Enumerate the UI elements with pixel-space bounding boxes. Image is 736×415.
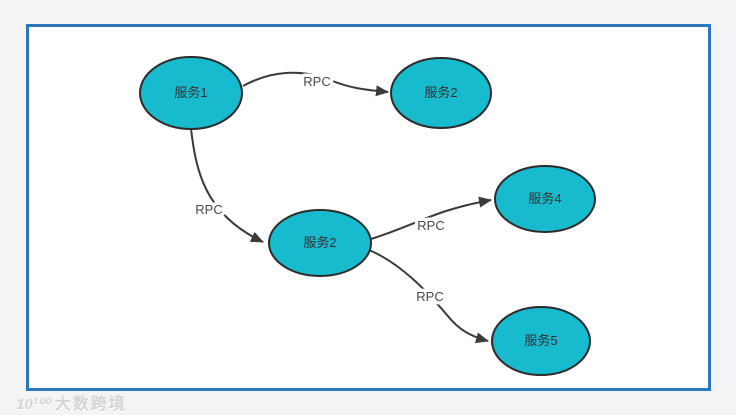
node-shape xyxy=(494,165,596,233)
watermark-logo: 10¹⁰⁰ xyxy=(16,396,50,413)
edge-line xyxy=(370,196,492,240)
edge-service1-to-service2-mid xyxy=(190,128,264,243)
node-service-4: 服务4 xyxy=(494,165,596,233)
edge-service1-to-service2-top xyxy=(242,71,389,97)
node-shape xyxy=(268,209,372,277)
node-service-1: 服务1 xyxy=(139,56,243,130)
edge-label-rpc: RPC xyxy=(303,74,330,89)
node-service-5: 服务5 xyxy=(491,306,591,376)
node-label: 服务2 xyxy=(424,85,457,100)
node-shape xyxy=(139,56,243,130)
edge-service2-mid-to-service5 xyxy=(368,249,489,344)
watermark: 10¹⁰⁰ 大数跨境 xyxy=(16,390,127,414)
node-shape xyxy=(390,57,492,129)
node-label: 服务4 xyxy=(528,191,561,206)
node-label: 服务1 xyxy=(174,85,207,100)
edge-label-rpc: RPC xyxy=(417,218,444,233)
node-label: 服务5 xyxy=(524,333,557,348)
node-service-2-top: 服务2 xyxy=(390,57,492,129)
edge-line xyxy=(190,128,264,243)
edge-line xyxy=(242,71,389,97)
edge-service2-mid-to-service4 xyxy=(370,196,492,240)
edge-label-rpc: RPC xyxy=(195,202,222,217)
node-service-2-mid: 服务2 xyxy=(268,209,372,277)
edge-line xyxy=(368,249,489,344)
node-shape xyxy=(491,306,591,376)
node-label: 服务2 xyxy=(303,235,336,250)
watermark-text: 大数跨境 xyxy=(54,396,127,413)
edge-label-rpc: RPC xyxy=(416,289,443,304)
